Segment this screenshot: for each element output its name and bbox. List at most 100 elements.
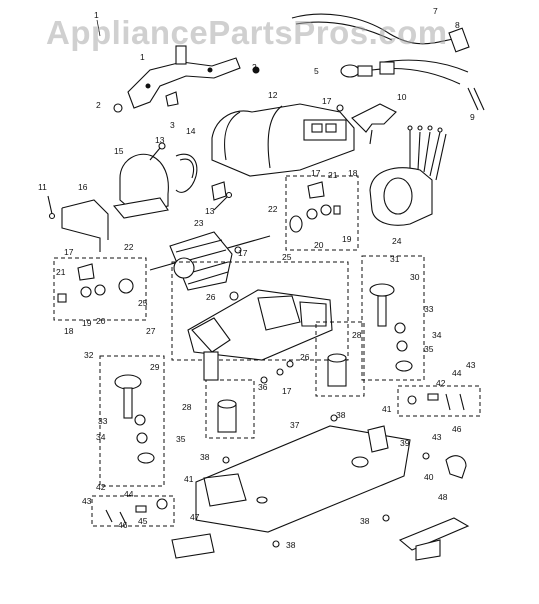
callout-number: 38 [286,540,296,550]
callout-number: 1 [140,52,145,62]
pad-part-40 [422,452,467,479]
fan-housing-part-15 [112,153,169,219]
callout-35: 35 35 [176,344,434,444]
callout-3: 3 [170,120,175,130]
callout-number: 33 [424,304,434,314]
gear-assembly-right [361,255,425,381]
callout-number: 40 [424,472,434,482]
callout-30: 30 [410,272,420,282]
callout-number: 18 [64,326,74,336]
callout-number: 11 [38,182,47,192]
callout-number: 23 [194,218,204,228]
callout-number: 5 [314,66,319,76]
callout-number: 44 [452,368,462,378]
callout-number: 35 [176,434,186,444]
callout-number: 43 [466,360,476,370]
callout-36: 36 [258,382,268,392]
callout-number: 17 [238,248,248,258]
plate-part-47 [171,533,215,559]
callout-2: 22 [96,62,257,110]
gear-assembly-left [99,355,165,487]
callout-15: 15 [114,146,124,156]
field-stator-part-24 [369,125,447,226]
callout-number: 10 [397,92,407,102]
callout-number: 46 [118,520,128,530]
callout-number: 27 [146,326,156,336]
screw-part-11 [47,195,56,220]
callout-number: 45 [138,516,148,526]
callout-number: 34 [432,330,442,340]
callout-number: 26 [300,352,310,362]
callout-number: 9 [470,112,475,122]
callout-43: 43 43 43 [82,360,476,506]
callout-number: 35 [424,344,434,354]
callout-number: 17 [282,386,292,396]
callout-number: 38 [200,452,210,462]
callout-39: 39 [400,438,410,448]
callout-number: 1 [94,10,99,20]
lamp-bulb-part-5 [340,61,395,78]
callout-number: 43 [432,432,442,442]
callout-number: 22 [124,242,134,252]
top-bracket [127,45,241,109]
callout-31: 31 [390,254,400,264]
brush-holder-assembly-upper [285,175,359,251]
callout-number: 3 [170,120,175,130]
hardware-left-parts [91,495,175,527]
callout-9: 9 [470,112,475,122]
callout-12: 12 [268,90,278,100]
callout-1: 11 [94,10,145,62]
callout-number: 7 [433,6,438,16]
callout-number: 30 [410,272,420,282]
callout-33: 33 33 [98,304,434,426]
callout-8: 8 [455,20,460,30]
spindle-left-part-28 [205,379,255,439]
callout-48: 48 [438,492,448,502]
callout-number: 16 [78,182,88,192]
callout-number: 38 [336,410,346,420]
callout-14: 14 [186,126,196,136]
band-part-14 [175,153,227,201]
foot-part-48 [398,517,470,561]
callout-number: 8 [455,20,460,30]
screw-part-2 [113,66,260,113]
screws-part-38 [222,414,390,548]
spindle-right-part-28 [315,321,365,397]
callout-number: 20 [96,316,106,326]
callout-24: 24 [392,236,402,246]
bracket-part-16 [61,199,109,252]
callout-number: 47 [190,512,200,522]
callout-41: 41 41 [184,404,392,484]
callout-number: 13 [205,206,215,216]
callout-number: 39 [400,438,410,448]
clip-part-3 [165,91,179,107]
brush-holder-assembly-left [53,257,147,321]
callout-number: 12 [268,90,278,100]
callout-number: 43 [82,496,92,506]
callout-number: 29 [150,362,160,372]
callout-number: 37 [290,420,300,430]
callout-number: 28 [352,330,362,340]
callout-29: 29 [150,362,160,372]
callout-27: 27 [146,326,156,336]
callout-47: 47 [190,512,200,522]
callout-number: 41 [184,474,194,484]
callout-number: 32 [84,350,94,360]
motor-housing-part-12 [211,103,355,177]
callout-number: 18 [348,168,358,178]
callout-number: 33 [98,416,108,426]
callout-number: 13 [155,135,165,145]
callout-11: 11 [38,182,47,192]
callout-number: 41 [382,404,392,414]
callout-number: 19 [342,234,352,244]
